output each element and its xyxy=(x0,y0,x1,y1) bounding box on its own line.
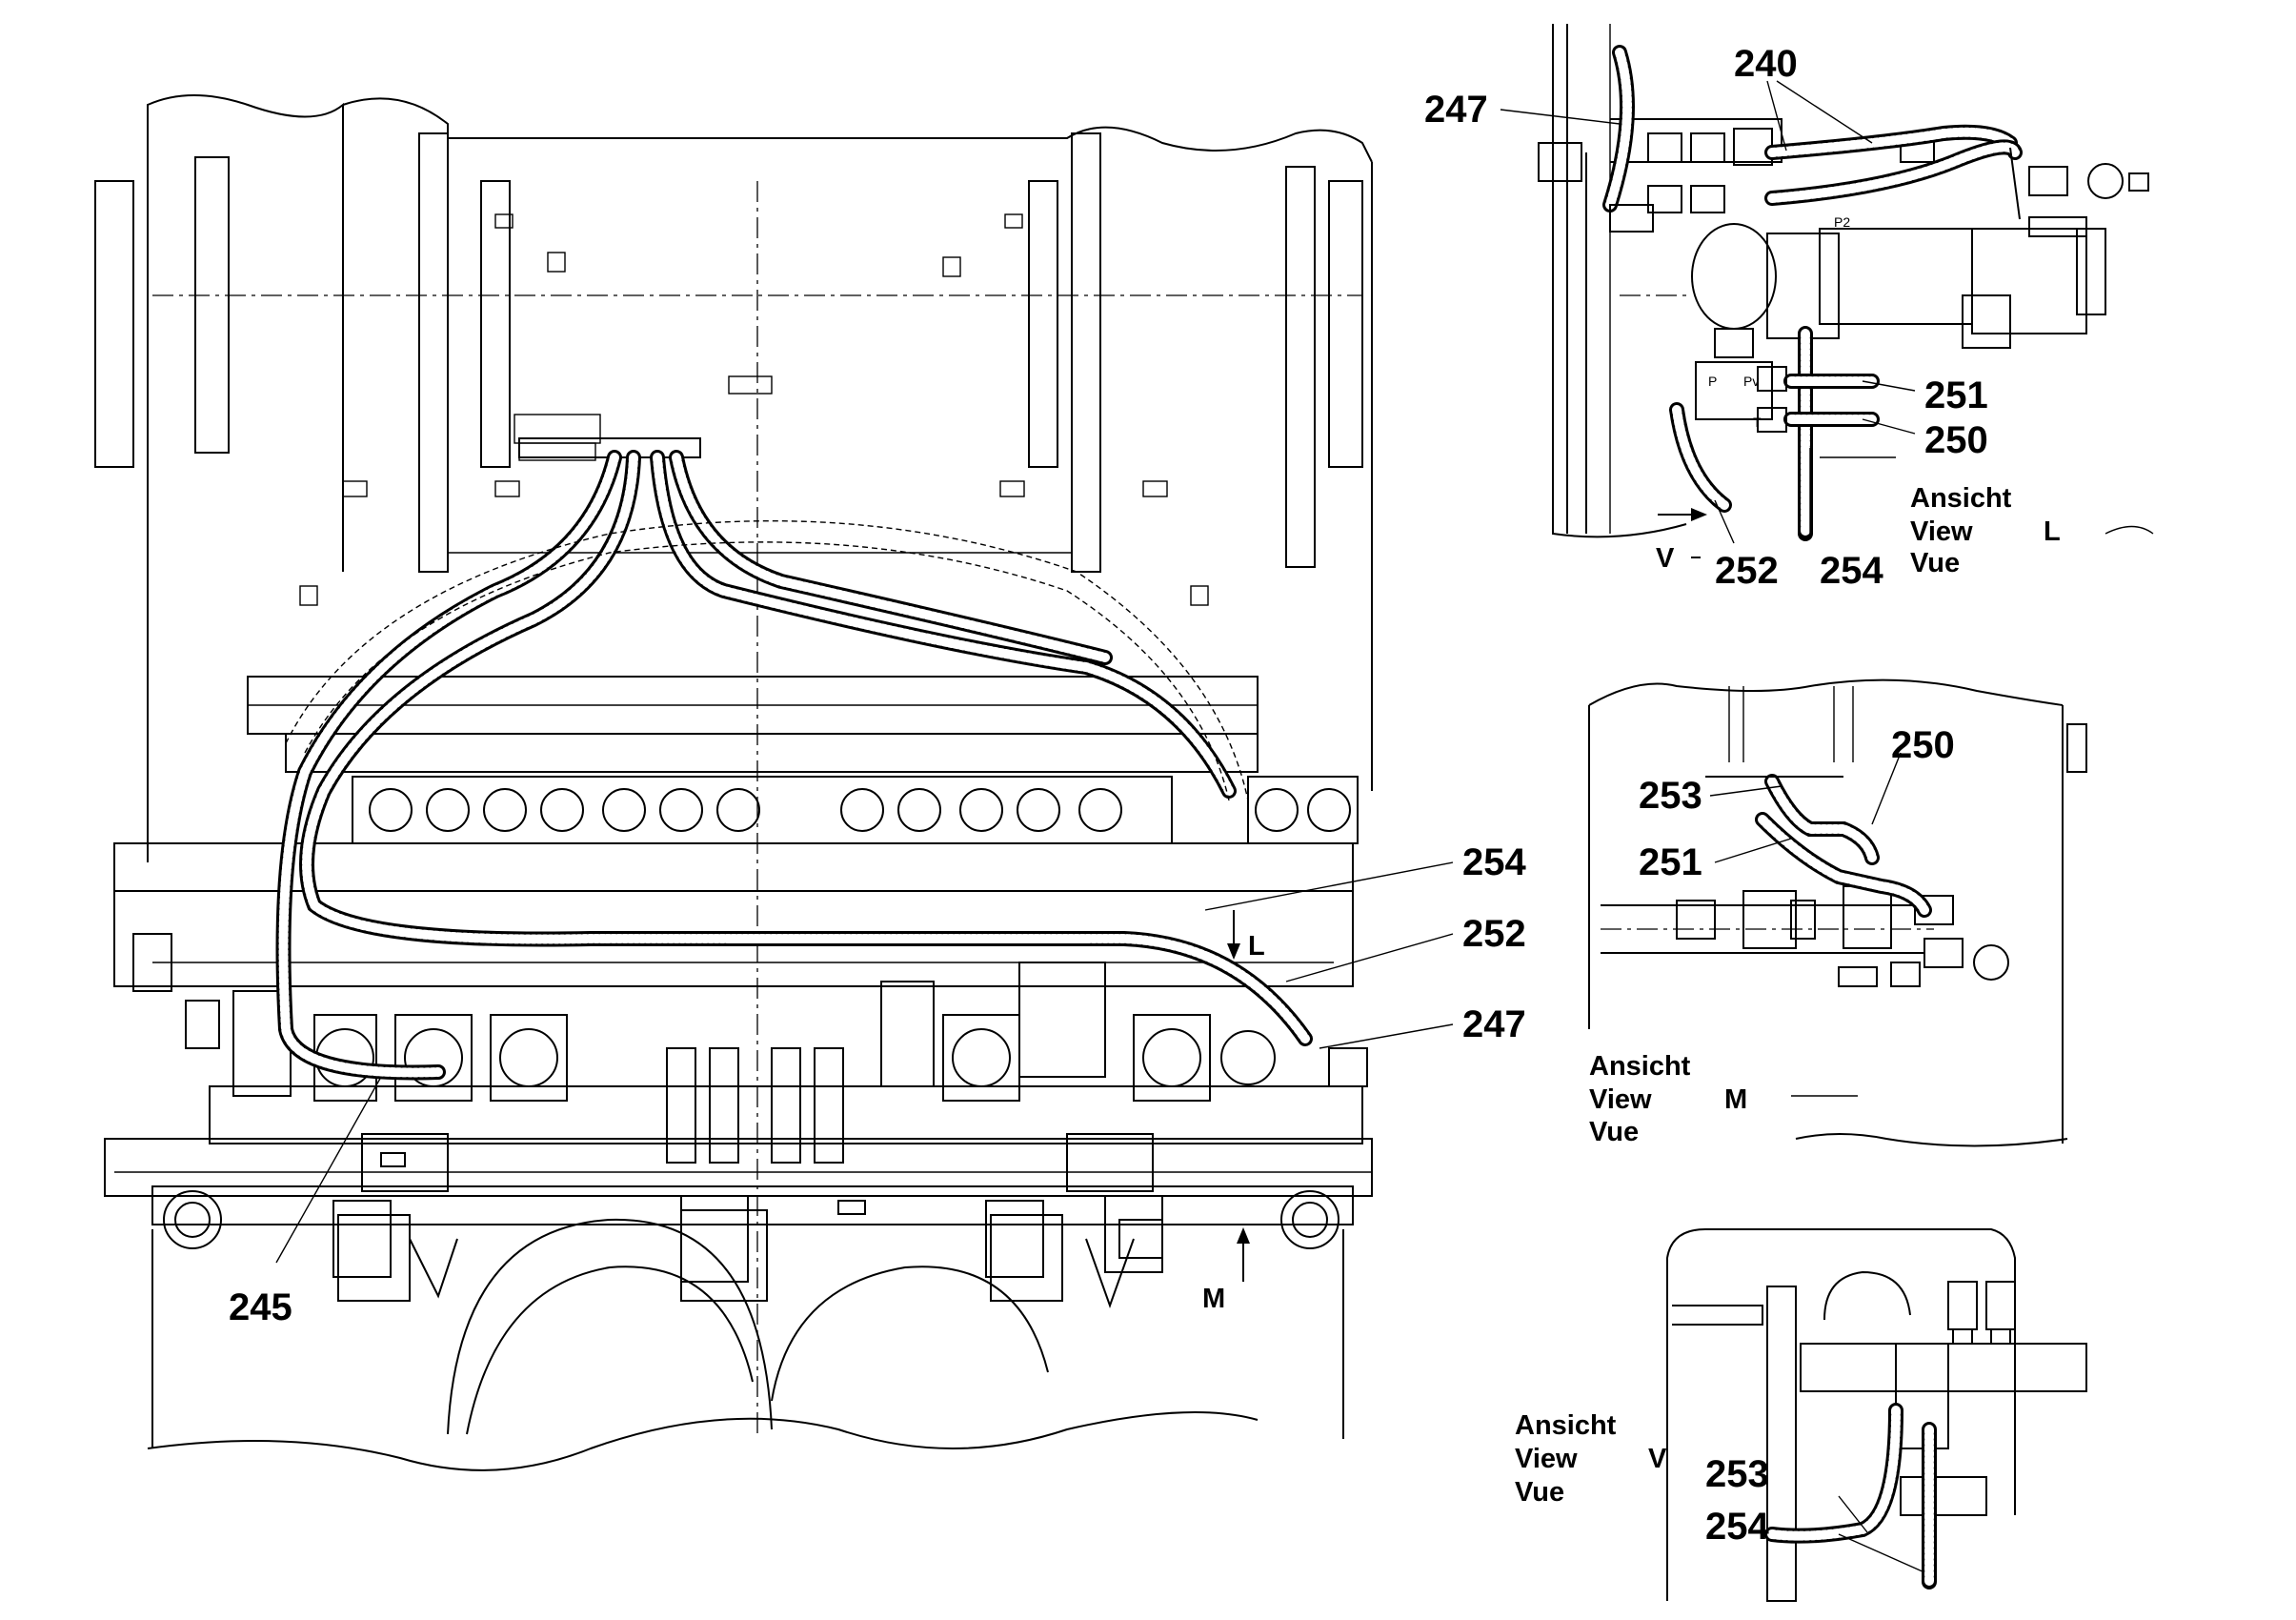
caption-L-letter: L xyxy=(2044,516,2061,547)
port-label-T: T xyxy=(1753,415,1762,430)
caption-view-V: Ansicht View Vue V xyxy=(1515,1410,1667,1508)
caption-view-L: Ansicht View Vue L xyxy=(1910,483,2061,578)
view-L-detail: P2 P Pv T V 247 240 251 250 252 254 Ansi… xyxy=(1424,24,2154,592)
callout-250-view-M: 250 xyxy=(1891,724,1955,766)
callout-253-view-V: 253 xyxy=(1705,1453,1769,1495)
callout-253-view-M: 253 xyxy=(1639,775,1702,817)
caption-V-view: View xyxy=(1515,1444,1578,1474)
caption-M-view: View xyxy=(1589,1084,1652,1115)
caption-L-ansicht: Ansicht xyxy=(1910,483,2012,514)
caption-V-letter: V xyxy=(1648,1444,1667,1474)
callout-254-view-V: 254 xyxy=(1705,1506,1769,1548)
arrow-M-main: M xyxy=(1202,1227,1250,1314)
caption-V-ansicht: Ansicht xyxy=(1515,1410,1617,1441)
arrow-label-V: V xyxy=(1656,543,1675,574)
caption-L-view: View xyxy=(1910,516,1973,547)
callout-247-view-L: 247 xyxy=(1424,89,1488,131)
port-label-P2: P2 xyxy=(1834,214,1850,230)
callout-251-view-M: 251 xyxy=(1639,841,1702,883)
arrow-L-main: L xyxy=(1227,910,1265,962)
port-label-Pv: Pv xyxy=(1743,374,1759,389)
caption-M-vue: Vue xyxy=(1589,1117,1639,1147)
caption-L-vue: Vue xyxy=(1910,548,1960,578)
caption-M-letter: M xyxy=(1724,1084,1747,1115)
callout-250-view-L: 250 xyxy=(1924,419,1988,461)
arrow-V: V xyxy=(1656,508,1707,574)
callout-240: 240 xyxy=(1734,43,1798,85)
callout-254: 254 xyxy=(1462,841,1526,883)
callout-252: 252 xyxy=(1462,913,1526,955)
caption-view-M: Ansicht View Vue M xyxy=(1589,1051,1747,1147)
caption-V-vue: Vue xyxy=(1515,1477,1564,1508)
view-M-detail: 250 253 251 Ansicht View Vue M xyxy=(1588,678,2087,1147)
port-label-P: P xyxy=(1708,374,1717,389)
callout-254-view-L: 254 xyxy=(1820,550,1883,592)
callout-245: 245 xyxy=(229,1286,292,1328)
arrow-label-L: L xyxy=(1248,931,1265,962)
arrow-label-M: M xyxy=(1202,1284,1225,1314)
callout-251-view-L: 251 xyxy=(1924,375,1988,416)
callout-252-view-L: 252 xyxy=(1715,550,1779,592)
caption-M-ansicht: Ansicht xyxy=(1589,1051,1691,1082)
main-view: M L 254 252 247 245 xyxy=(94,94,1526,1471)
callout-247: 247 xyxy=(1462,1003,1526,1045)
view-V-detail: 253 254 Ansicht View Vue V xyxy=(1515,1228,2087,1602)
